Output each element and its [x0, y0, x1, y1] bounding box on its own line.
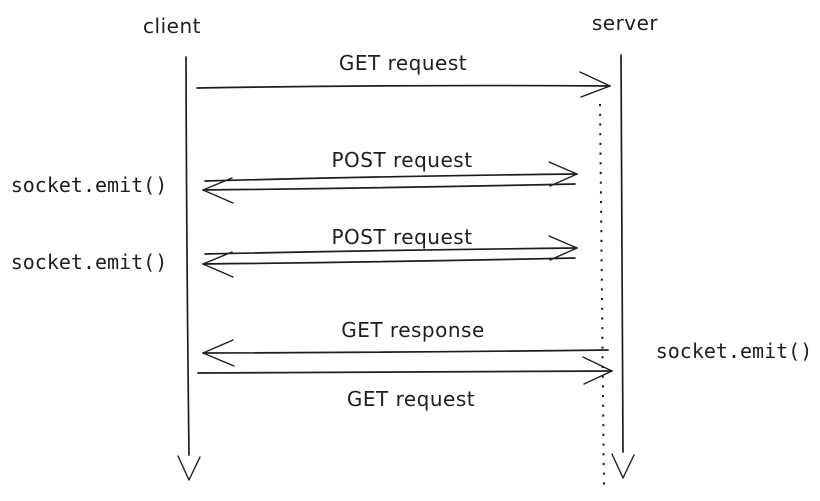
client-lifeline: [177, 56, 201, 481]
message-label-get-request-bottom: GET request: [346, 387, 476, 411]
arrow-shaft: [202, 349, 609, 354]
arrow-right-head-icon: [582, 356, 613, 385]
arrow-shaft-left: [202, 257, 576, 265]
message-label-get-request-top: GET request: [338, 51, 468, 75]
server-lifeline: [611, 54, 635, 479]
arrow-shaft-right: [204, 247, 578, 255]
arrow-left-head-icon: [202, 251, 234, 278]
message-label-post-request-1: POST request: [331, 148, 473, 172]
arrow-right-head-icon: [548, 235, 578, 261]
message-label-post-request-2: POST request: [331, 225, 473, 249]
message-arrow-post-request-1: [202, 161, 578, 204]
message-label-get-response: GET response: [341, 318, 485, 342]
arrow-right-head-icon: [548, 161, 578, 187]
server-lifeline-shaft: [620, 54, 624, 453]
client-lifeline-shaft: [185, 56, 190, 456]
arrow-right-head-icon: [579, 71, 611, 98]
annotation-socket-emit-left-2: socket.emit(): [10, 250, 168, 274]
arrow-shaft-left: [202, 183, 576, 191]
message-arrow-get-response: [202, 339, 609, 367]
arrow-left-head-icon: [202, 177, 234, 204]
actor-label-server: server: [591, 11, 659, 35]
message-arrow-post-request-2: [202, 235, 578, 278]
server-lifeline-arrowhead-icon: [611, 453, 635, 479]
message-arrow-get-request-top: [196, 71, 611, 98]
annotation-socket-emit-right: socket.emit(): [655, 339, 813, 363]
actor-label-client: client: [143, 14, 201, 38]
open-connection-dotted-line: [599, 103, 605, 493]
annotation-socket-emit-left-1: socket.emit(): [10, 173, 168, 197]
client-lifeline-arrowhead-icon: [177, 455, 201, 481]
arrow-left-head-icon: [202, 339, 235, 367]
arrow-shaft-right: [204, 173, 578, 182]
message-arrow-get-request-bottom: [197, 356, 613, 385]
arrow-shaft: [196, 84, 611, 89]
arrow-shaft: [197, 370, 613, 374]
